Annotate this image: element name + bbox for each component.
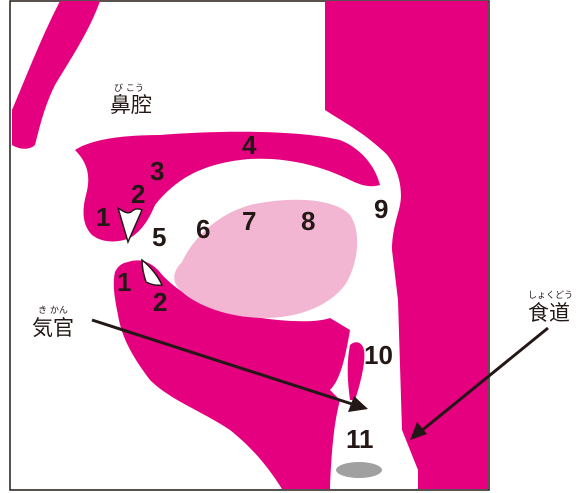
- marker-3: 3: [150, 156, 164, 186]
- marker-2-lower: 2: [153, 287, 167, 317]
- marker-7: 7: [242, 206, 256, 236]
- tongue: [174, 199, 358, 318]
- upper-teeth: [116, 206, 143, 245]
- nasal-cavity-label: 鼻腔: [110, 93, 152, 117]
- frame: [9, 0, 490, 491]
- marker-11: 11: [346, 424, 374, 454]
- marker-1-lower: 1: [117, 267, 131, 297]
- lower-jaw: [113, 260, 351, 489]
- lower-teeth: [141, 258, 164, 286]
- pharynx-wall: [325, 1, 488, 489]
- marker-4: 4: [242, 130, 257, 160]
- nose: [12, 1, 100, 149]
- marker-10: 10: [364, 340, 393, 370]
- epiglottis: [347, 342, 365, 400]
- marker-1-upper: 1: [96, 202, 110, 232]
- marker-2-upper: 2: [131, 179, 145, 209]
- esophagus-ruby: しょくどう: [528, 290, 573, 301]
- esophagus-arrow: [410, 326, 549, 440]
- upper-jaw: [75, 131, 380, 242]
- vocal-folds: [336, 462, 382, 478]
- marker-6: 6: [196, 214, 210, 244]
- marker-5: 5: [152, 222, 166, 252]
- marker-8: 8: [301, 206, 315, 236]
- trachea-label: 気官: [32, 316, 74, 340]
- trachea-arrow: [91, 318, 368, 412]
- marker-9: 9: [374, 194, 388, 224]
- nasal-cavity-ruby: び こう: [114, 83, 144, 94]
- esophagus-label: 食道: [528, 301, 570, 325]
- trachea-ruby: き かん: [38, 305, 68, 316]
